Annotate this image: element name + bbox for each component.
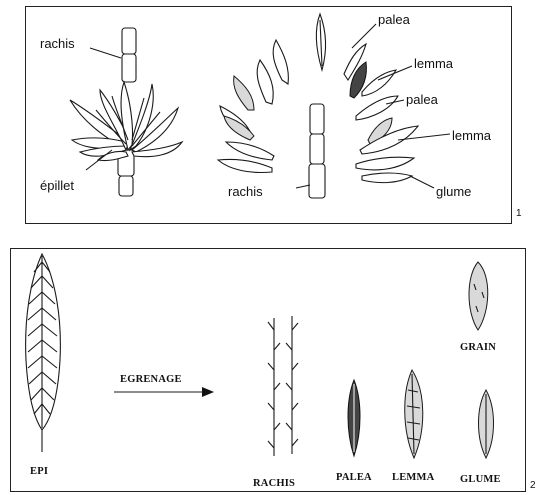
egrenage-arrow [114, 387, 214, 397]
label-lemma: LEMMA [392, 472, 435, 483]
label-palea: PALEA [336, 472, 372, 483]
rachis-illustration [268, 316, 298, 456]
label-glume: GLUME [460, 474, 501, 485]
palea-illustration [348, 380, 360, 456]
label-epi: EPI [30, 466, 48, 477]
label-grain: GRAIN [460, 342, 496, 353]
grain-illustration [469, 262, 488, 330]
lemma-illustration [405, 370, 423, 458]
glume-illustration [479, 390, 494, 458]
label-rachis: RACHIS [253, 478, 295, 489]
ear-illustration [26, 254, 61, 452]
label-egrenage: EGRENAGE [120, 374, 182, 385]
